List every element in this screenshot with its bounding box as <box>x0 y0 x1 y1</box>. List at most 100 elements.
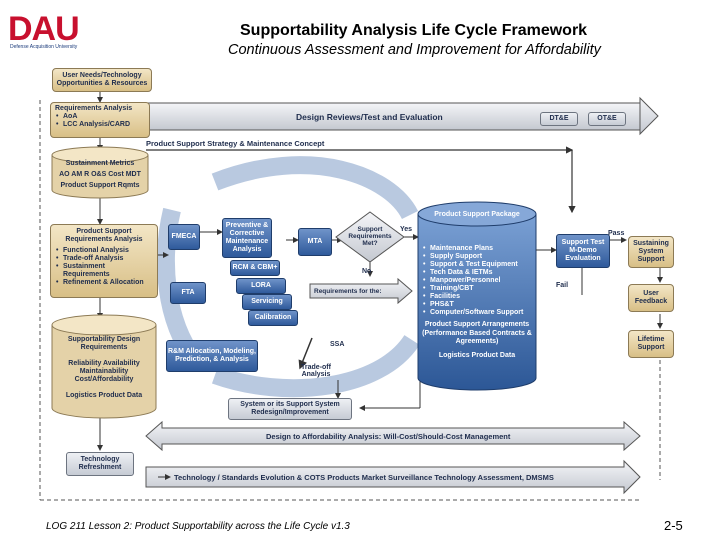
psra-title: Product Support Requirements Analysis <box>65 228 143 244</box>
psra-item: Sustainment Requirements <box>56 263 153 279</box>
dau-logo: DAU Defense Acquisition University <box>8 10 120 52</box>
rcm-box: RCM & CBM+ <box>230 260 280 276</box>
metrics-cylinder-top <box>51 146 149 164</box>
package-lpd-label: Logistics Product Data <box>438 351 516 359</box>
metrics-line: AO AM R O&S Cost MDT <box>59 170 141 178</box>
package-item: Training/CBT <box>423 285 534 293</box>
ote-label: OT&E <box>597 114 617 122</box>
lora-box: LORA <box>236 278 286 294</box>
user-needs-box: User Needs/Technology Opportunities & Re… <box>52 68 152 92</box>
package-item: PHS&T <box>423 301 534 309</box>
pcm-label: Preventive & Corrective Maintenance Anal… <box>225 221 269 254</box>
ote-box: OT&E <box>588 112 626 126</box>
tech-refresh-label: Technology Refreshment <box>78 455 122 471</box>
servicing-box: Servicing <box>242 294 292 310</box>
fmeca-label: FMECA <box>171 232 197 240</box>
mta-label: MTA <box>307 237 323 245</box>
psra-box: Product Support Requirements Analysis Fu… <box>50 224 158 298</box>
package-title: Product Support Package <box>434 211 520 218</box>
package-item: Maintenance Plans <box>423 245 534 253</box>
footer-course: LOG 211 Lesson 2: Product Supportability… <box>46 521 350 532</box>
lifetime-label: Lifetime Support <box>637 335 665 351</box>
dta-double-arrow <box>145 420 641 452</box>
feedback-box: User Feedback <box>628 284 674 312</box>
lifetime-box: Lifetime Support <box>628 330 674 358</box>
package-item: Facilities <box>423 293 534 301</box>
page-title: Supportability Analysis Life Cycle Frame… <box>240 22 588 39</box>
package-item: Supply Support <box>423 253 534 261</box>
psra-item: Functional Analysis <box>56 247 153 255</box>
design-req-box: Supportability Design Requirements Relia… <box>54 322 154 414</box>
ram-label: Reliability Availability Maintainability… <box>68 359 140 384</box>
feedback-label: User Feedback <box>634 289 668 305</box>
design-req-title: Supportability Design Requirements <box>67 335 141 351</box>
tech-standards-label: Technology / Standards Evolution & COTS … <box>174 473 554 482</box>
sustainment-metrics-box: Sustainment Metrics AO AM R O&S Cost MDT… <box>52 154 148 196</box>
lora-label: LORA <box>251 281 271 289</box>
design-req-cylinder <box>51 325 157 419</box>
package-cylinder-top <box>417 201 537 227</box>
pcm-box: Preventive & Corrective Maintenance Anal… <box>222 218 272 258</box>
footer-course-text: LOG 211 Lesson 2: Product Supportability… <box>46 521 329 532</box>
req-title: Requirements Analysis <box>55 105 133 112</box>
design-req-cylinder-top <box>51 314 157 336</box>
metrics-sub: Product Support Rqmts <box>60 182 140 190</box>
dta-label: Design to Affordability Analysis: Will-C… <box>266 432 511 441</box>
requirements-analysis-box: Requirements Analysis AoA LCC Analysis/C… <box>50 102 150 138</box>
servicing-label: Servicing <box>251 297 283 305</box>
package-content: Product Support Package Maintenance Plan… <box>420 208 534 378</box>
redesign-box: System or its Support System Redesign/Im… <box>228 398 352 420</box>
calibration-label: Calibration <box>254 313 292 321</box>
rm-label: R&M Allocation, Modeling, Prediction, & … <box>167 347 256 363</box>
psra-item: Trade-off Analysis <box>56 255 153 263</box>
rcm-label: RCM & CBM+ <box>232 263 278 271</box>
ssa-label: SSA <box>330 341 345 348</box>
rm-box: R&M Allocation, Modeling, Prediction, & … <box>166 340 258 372</box>
dte-box: DT&E <box>540 112 578 126</box>
mta-box: MTA <box>298 228 332 256</box>
footer-version: v1.3 <box>330 521 350 532</box>
yes-label: Yes <box>400 226 413 233</box>
fail-label: Fail <box>556 282 569 289</box>
metrics-cylinder <box>51 155 149 199</box>
page-subtitle: Continuous Assessment and Improvement fo… <box>228 42 601 58</box>
package-item: Support & Test Equipment <box>423 261 534 269</box>
package-item: Computer/Software Support <box>423 309 534 317</box>
sustaining-label: Sustaining System Support <box>633 239 669 264</box>
left-lpd-label: Logistics Product Data <box>65 392 143 400</box>
tradeoff-label: Trade-off Analysis <box>301 364 331 378</box>
arrangements-label: Product Support Arrangements (Performanc… <box>422 321 532 345</box>
no-label: No <box>362 268 372 275</box>
redesign-label: System or its Support System Redesign/Im… <box>240 400 340 416</box>
logo-text: DAU <box>8 10 80 48</box>
tech-refresh-box: Technology Refreshment <box>66 452 134 476</box>
req-item: LCC Analysis/CARD <box>56 121 145 129</box>
support-test-box: Support Test M-Demo Evaluation <box>556 234 610 268</box>
ssa-arrow <box>298 337 313 370</box>
design-reviews-arrowhead <box>639 96 659 136</box>
fta-box: FTA <box>170 282 206 304</box>
dte-label: DT&E <box>549 114 569 122</box>
requirements-for-arrow <box>309 277 413 305</box>
decision-label: Support Requirements Met? <box>348 226 392 247</box>
support-test-label: Support Test M-Demo Evaluation <box>561 238 605 263</box>
fta-label: FTA <box>181 288 195 296</box>
page-number: 2-5 <box>664 518 683 533</box>
requirements-for-label: Requirements for the: <box>314 288 382 295</box>
psra-item: Refinement & Allocation <box>56 279 153 287</box>
calibration-box: Calibration <box>248 310 298 326</box>
package-item: Manpower/Personnel <box>423 277 534 285</box>
tech-standards-arrow <box>145 459 641 495</box>
logo-subtext: Defense Acquisition University <box>10 44 78 50</box>
package-item: Tech Data & IETMs <box>423 269 534 277</box>
req-item: AoA <box>56 113 145 121</box>
sustaining-box: Sustaining System Support <box>628 236 674 268</box>
ps-strategy-label: Product Support Strategy & Maintenance C… <box>146 139 325 148</box>
cycle-arc-bottom <box>211 334 420 398</box>
cycle-arc-top <box>211 156 419 220</box>
pass-label: Pass <box>608 230 625 237</box>
user-needs-label: User Needs/Technology Opportunities & Re… <box>56 71 148 87</box>
metrics-title: Sustainment Metrics <box>65 159 135 167</box>
design-reviews-label: Design Reviews/Test and Evaluation <box>296 112 443 122</box>
